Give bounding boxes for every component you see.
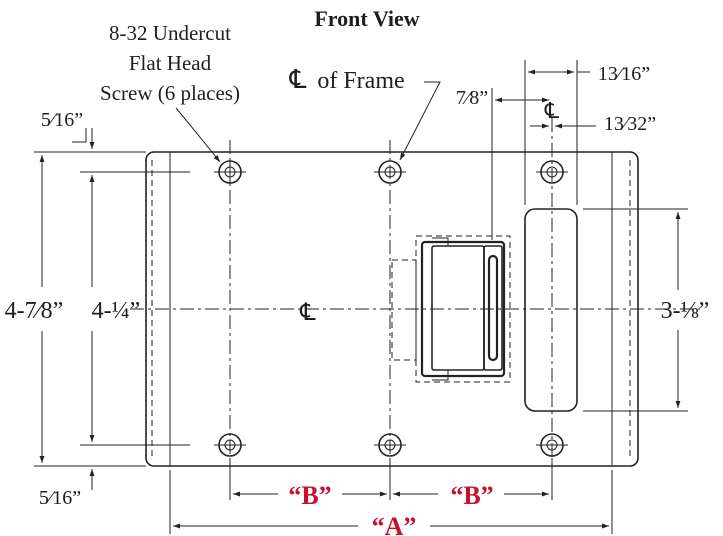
- centerline-leader: [399, 81, 441, 161]
- centerline-frame-label: of Frame: [317, 68, 404, 94]
- screw-hole: [374, 433, 406, 457]
- screw-note-line-2: Flat Head: [129, 51, 212, 75]
- top-offset-label: 5⁄16”: [41, 109, 83, 131]
- hole-spacing-extension: [80, 171, 190, 446]
- centerline-symbol-right: ℄: [544, 98, 560, 123]
- dim-B-right-label: “B”: [450, 481, 493, 510]
- screw-hole: [214, 158, 246, 186]
- latch-assembly: [391, 235, 511, 383]
- dim-A-label: “A”: [372, 512, 417, 536]
- screw-note-line-3: Screw (6 places): [100, 81, 240, 105]
- latch-offset-label: 7⁄8”: [456, 87, 488, 109]
- slot-width-extension: [524, 60, 578, 205]
- screw-note-line-1: 8-32 Undercut: [109, 21, 231, 45]
- overall-height-label: 4-7⁄8”: [5, 298, 64, 324]
- center-symbol: ℄: [299, 300, 316, 326]
- screw-hole: [536, 433, 568, 457]
- slot-half-width-label: 13⁄32”: [604, 113, 656, 135]
- slot-width-label: 13⁄16”: [598, 63, 650, 85]
- dim-B-left-label: “B”: [288, 481, 331, 510]
- screw-hole: [374, 160, 406, 184]
- top-offset-leader: [72, 128, 87, 143]
- screw-note-leader: [175, 107, 221, 163]
- hole-spacing-label: 4-¼”: [92, 298, 141, 324]
- overall-height-extension: [34, 151, 146, 467]
- screw-hole: [536, 160, 568, 184]
- B-extension-lines: [229, 458, 553, 500]
- slot-height-extension: [583, 208, 688, 412]
- screw-hole: [214, 433, 246, 457]
- centerline-symbol-top: ℄: [289, 65, 307, 94]
- slot-height-label: 3-⅛”: [661, 298, 710, 324]
- bottom-offset-label: 5⁄16”: [39, 487, 81, 509]
- A-extension-lines: [169, 470, 613, 534]
- strike-slot: [524, 208, 578, 412]
- drawing-title: Front View: [314, 6, 419, 31]
